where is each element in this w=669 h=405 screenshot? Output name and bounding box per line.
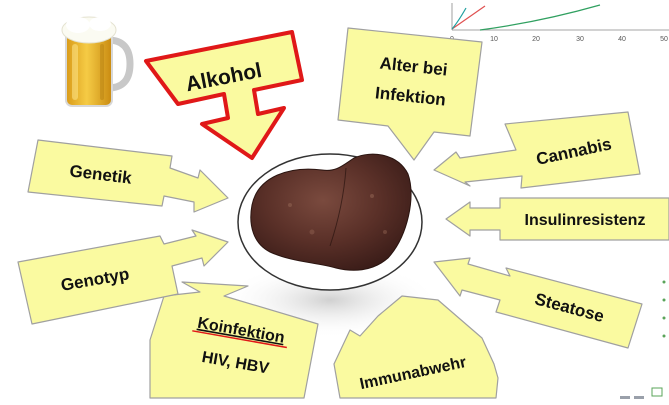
x-tick-40: 40 xyxy=(618,36,626,43)
series-green-line xyxy=(480,5,600,30)
factor-alter-bei-infektion: Alter bei Infektion xyxy=(338,28,482,160)
x-tick-10: 10 xyxy=(490,36,498,43)
inset-chart: 0 10 20 30 40 50 xyxy=(450,3,669,43)
series-red-line xyxy=(452,6,485,29)
factor-insulinresistenz: Insulinresistenz xyxy=(446,198,669,240)
factor-insulinresistenz-label: Insulinresistenz xyxy=(525,212,646,229)
x-tick-20: 20 xyxy=(532,36,540,43)
liver-image xyxy=(238,154,422,290)
x-tick-50: 50 xyxy=(660,36,668,43)
beer-mug-icon xyxy=(62,17,130,106)
factor-alkohol: Alkohol xyxy=(146,32,302,158)
factor-genetik: Genetik xyxy=(28,140,228,212)
series-teal-line xyxy=(452,8,466,29)
x-tick-30: 30 xyxy=(576,36,584,43)
